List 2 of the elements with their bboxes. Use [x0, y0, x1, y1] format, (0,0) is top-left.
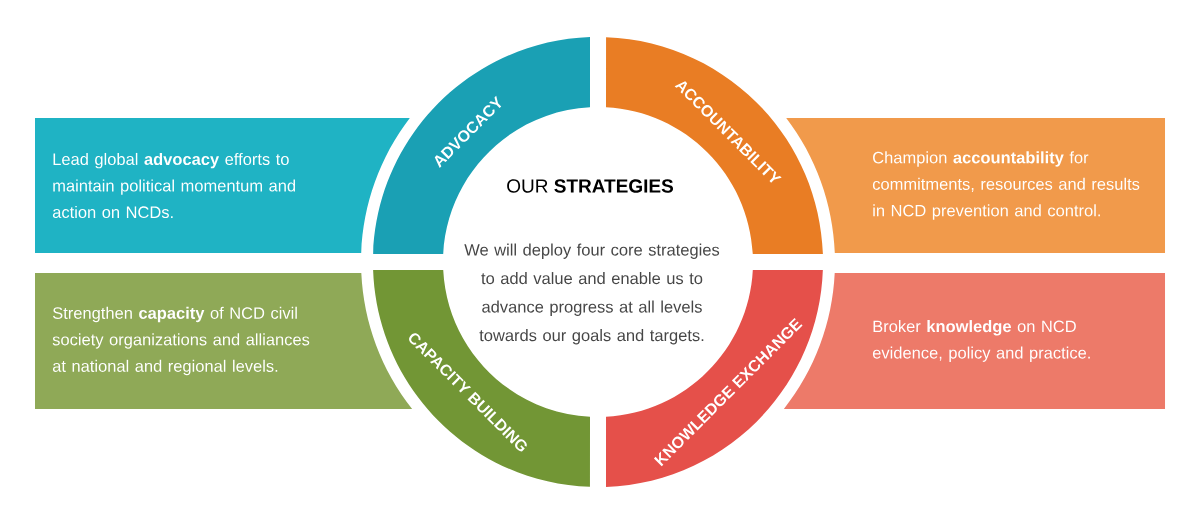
strategy-panel: Champion accountability for commitments, resources and results in NCD prevention and control.: [786, 118, 1165, 253]
strategy-panel: Lead global advocacy efforts to maintain political momentum and action on NCDs.: [35, 118, 410, 253]
